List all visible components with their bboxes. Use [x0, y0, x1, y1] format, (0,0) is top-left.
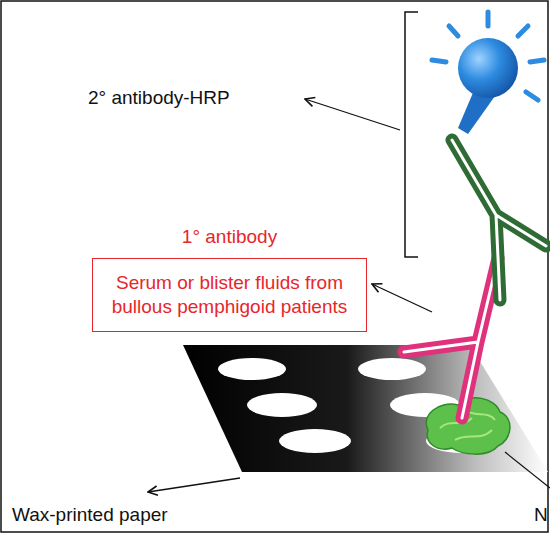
- wax-paper: [183, 345, 548, 472]
- node-heading: 1° antibody: [93, 225, 366, 249]
- part-label: Wax-printed paper: [12, 504, 168, 526]
- leader-line: [505, 452, 550, 488]
- part-label: N: [534, 504, 548, 526]
- frame: [1, 1, 548, 532]
- text-box: 1° antibodySerum or blister fluids from …: [92, 258, 367, 332]
- hrp-enzyme: [432, 12, 544, 134]
- node-text: Serum or blister fluids from bullous pem…: [99, 271, 360, 319]
- bracket: [405, 12, 418, 257]
- leader-arrow: [148, 478, 240, 492]
- part-label: 2° antibody-HRP: [88, 87, 230, 109]
- leader-arrow: [305, 99, 400, 130]
- leader-arrow: [372, 284, 432, 312]
- primary-antibody: [404, 258, 498, 418]
- secondary-antibody: [452, 140, 546, 300]
